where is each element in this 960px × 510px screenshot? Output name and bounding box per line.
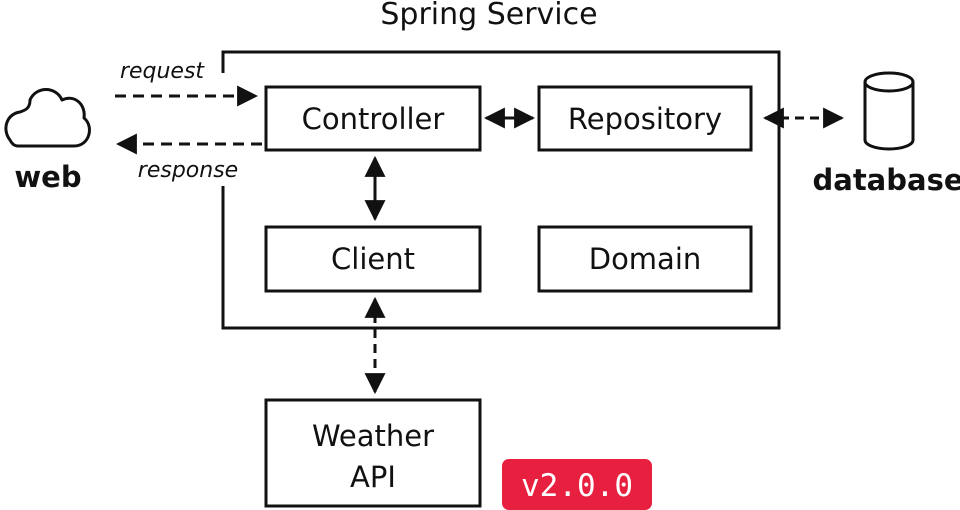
domain-box [537, 225, 753, 293]
response-label: response [138, 158, 238, 183]
cloud-icon [4, 88, 91, 148]
client-label: Client [331, 242, 415, 276]
version-badge [502, 459, 652, 510]
client-box [264, 225, 482, 293]
weather-api-box [264, 398, 482, 508]
controller-label: Controller [302, 102, 445, 136]
domain-label: Domain [589, 242, 702, 276]
weather-api-label-line1: Weather [312, 419, 434, 453]
weather-api-label-line2: API [350, 460, 396, 494]
service-boundary [221, 50, 781, 330]
web-label: web [14, 160, 81, 194]
database-label: database [812, 163, 960, 197]
controller-box [264, 85, 482, 152]
request-label: request [120, 59, 205, 84]
database-icon [863, 71, 915, 151]
repository-label: Repository [568, 102, 722, 136]
version-badge-label: v2.0.0 [521, 468, 633, 504]
service-title: Spring Service [380, 0, 597, 32]
repository-box [537, 85, 753, 152]
